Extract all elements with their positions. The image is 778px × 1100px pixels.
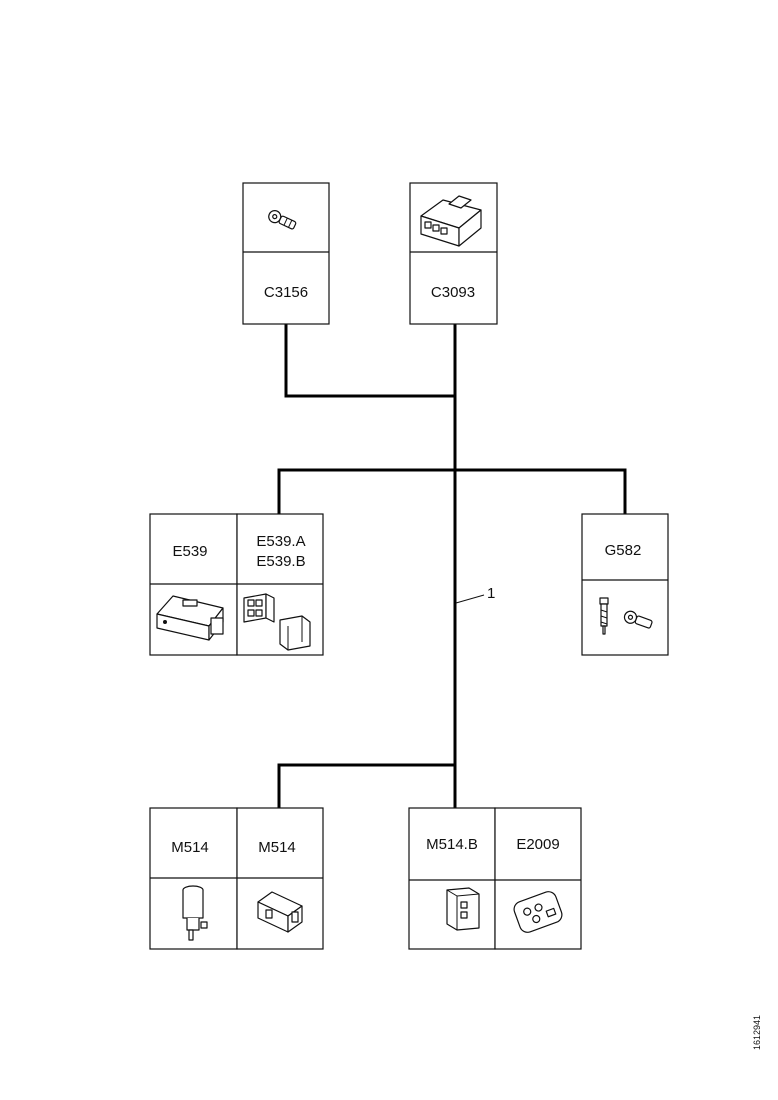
ground-g582[interactable]: G582 xyxy=(581,513,669,656)
twin-connector-icon xyxy=(243,593,311,651)
connector-c3093[interactable]: C3093 xyxy=(409,182,498,325)
three-pin-connector-icon xyxy=(513,891,563,933)
multi-pin-connector-icon xyxy=(420,195,482,247)
connector-c3156[interactable]: C3156 xyxy=(242,182,330,325)
harness-callout-number: 1 xyxy=(487,585,495,602)
connector-m514-sensor[interactable]: M514 xyxy=(149,807,238,950)
bolt-and-ring-terminal-icon xyxy=(599,597,653,635)
connector-label: G582 xyxy=(605,542,642,559)
connector-label: M514.B xyxy=(426,836,478,853)
connector-e539[interactable]: E539 xyxy=(149,513,238,656)
connector-label: M514 xyxy=(258,839,296,856)
figure-reference-number: 1612941 xyxy=(752,1014,762,1050)
connector-label-a: E539.A xyxy=(256,533,305,550)
connector-socket-icon xyxy=(446,887,480,931)
connector-m514b[interactable]: M514.B xyxy=(408,807,496,950)
connector-e539-ab[interactable]: E539.A E539.B xyxy=(236,513,324,656)
connector-housing-icon xyxy=(156,595,224,641)
connector-label-b: E539.B xyxy=(256,553,305,570)
connector-e2009[interactable]: E2009 xyxy=(494,807,582,950)
harness-wiring xyxy=(277,324,627,808)
connector-label: C3093 xyxy=(431,284,475,301)
harness-callout: 1 xyxy=(455,585,495,604)
connector-label: E2009 xyxy=(516,836,559,853)
sensor-icon xyxy=(182,885,208,941)
connector-label: C3156 xyxy=(264,284,308,301)
connector-m514-plug[interactable]: M514 xyxy=(236,807,324,950)
connector-plug-icon xyxy=(257,891,303,933)
ring-terminal-icon xyxy=(268,210,297,230)
connector-label: M514 xyxy=(171,839,209,856)
connector-label: E539 xyxy=(172,543,207,560)
